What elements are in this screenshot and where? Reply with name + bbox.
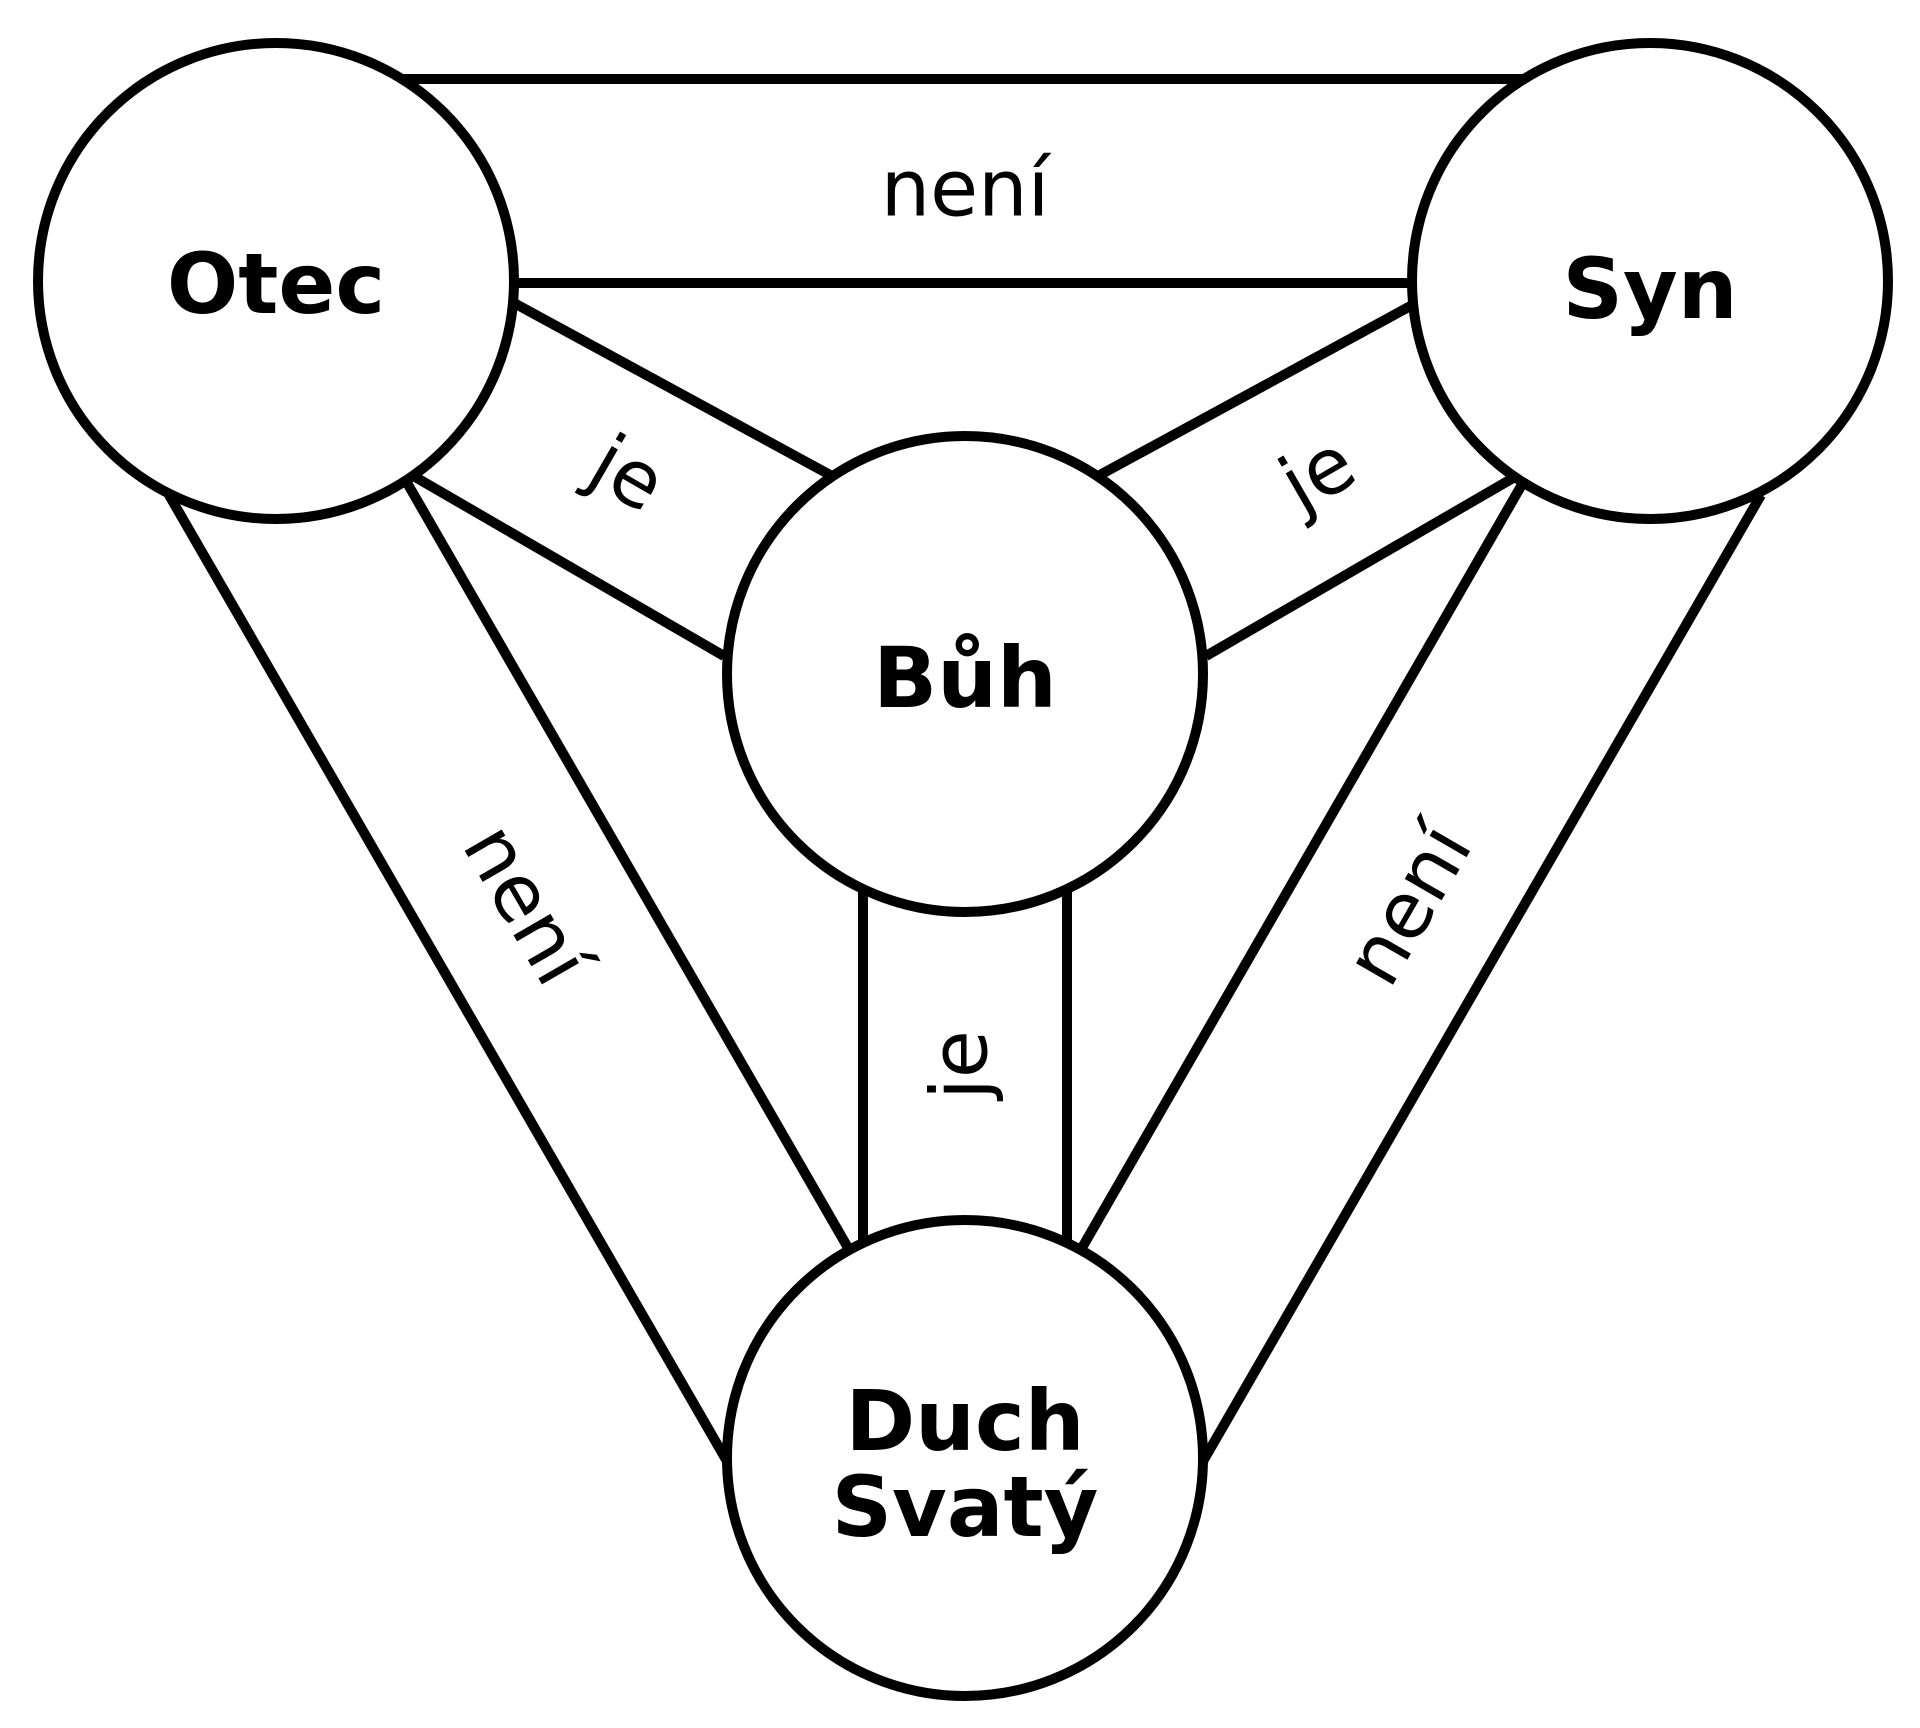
band-father-spirit [164,478,856,1466]
node-label-spirit-line2: Svatý [832,1458,1099,1556]
node-label-son: Syn [1562,240,1737,338]
relation-label-son-god: je [1263,418,1370,532]
relation-label-father-god: je [573,417,680,531]
node-holy-spirit: Duch Svatý [722,1215,1208,1701]
node-label-god: Bůh [873,629,1057,727]
node-label-father: Otec [167,235,385,333]
relation-label-father-son: není [881,144,1052,234]
band-son-spirit [1074,478,1766,1466]
node-god: Bůh [722,431,1208,917]
band-spirit-god [858,890,1072,1240]
band-son-god [1095,298,1523,661]
relation-label-father-spirit: není [445,809,608,1002]
relation-label-spirit-god: je [915,1030,1005,1102]
relation-label-son-spirit: není [1328,807,1491,1000]
node-label-spirit-line1: Duch [845,1372,1084,1470]
node-father: Otec [33,38,519,524]
node-son: Syn [1407,38,1893,524]
band-father-son [403,74,1527,288]
band-father-god [407,298,835,661]
